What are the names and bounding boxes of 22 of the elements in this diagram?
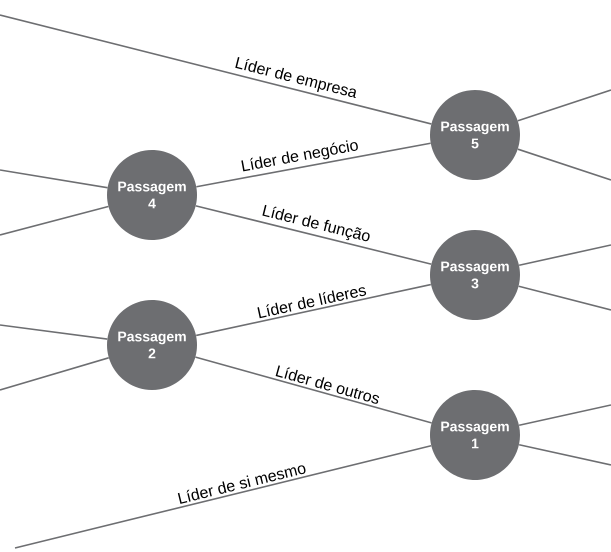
edge-label: Líder de negócio <box>238 137 361 176</box>
connector-line <box>518 404 611 426</box>
connector-line <box>0 324 108 340</box>
connector-line <box>14 445 432 549</box>
connector-line <box>518 148 611 181</box>
connector-line <box>196 205 432 265</box>
edge-label: Líder de função <box>259 202 374 246</box>
connector-line <box>0 169 108 188</box>
edge-label: Líder de outros <box>273 363 382 406</box>
connector-line <box>0 206 108 236</box>
connector-line <box>0 14 432 125</box>
edge-label: Líder de líderes <box>254 282 368 320</box>
edge-label: Líder de si mesmo <box>175 460 308 506</box>
connector-line <box>518 285 611 311</box>
connector-line <box>196 284 431 336</box>
connector-line <box>195 356 432 424</box>
connector-line <box>518 444 611 466</box>
connector-line <box>518 244 611 266</box>
connector-line <box>0 357 109 391</box>
connector-line <box>196 142 431 188</box>
connector-line <box>518 89 611 122</box>
edge-label: Líder de empresa <box>232 54 360 103</box>
